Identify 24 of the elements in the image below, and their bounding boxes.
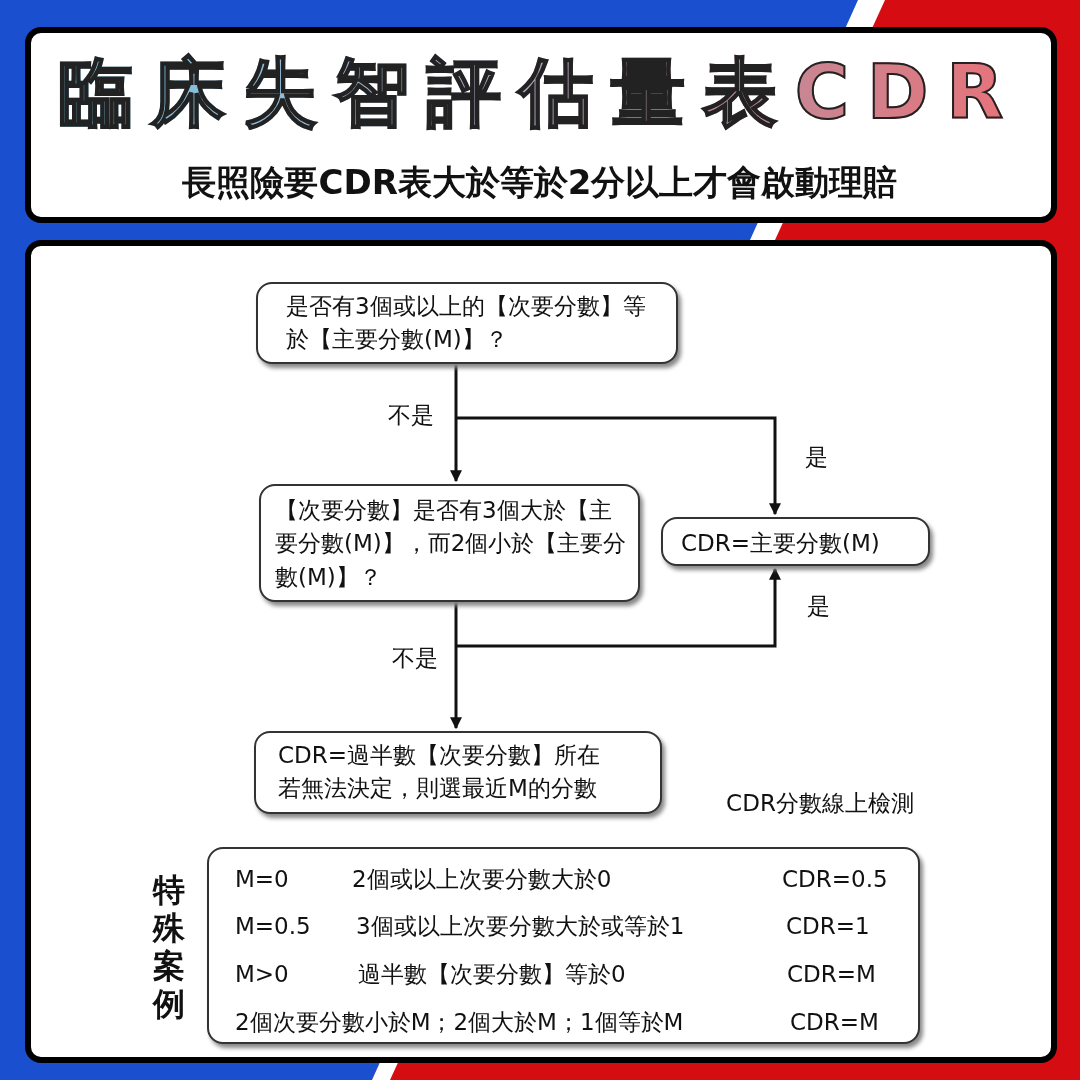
- result-text: CDR=過半數【次要分數】所在: [278, 741, 602, 770]
- table-entry: M=0.5: [235, 912, 311, 941]
- question-box: 是否有3個或以上的【次要分數】等於【主要分數(M)】？: [256, 282, 678, 364]
- table-entry: 2個次要分數小於M；2個大於M；1個等於M: [235, 1008, 684, 1037]
- arrow: [450, 364, 462, 483]
- arrow: [456, 416, 781, 516]
- table-entry: CDR=M: [787, 960, 876, 989]
- arrow: [456, 567, 781, 648]
- table-entry: M>0: [235, 960, 289, 989]
- arrow: [450, 602, 462, 730]
- result-box: [254, 731, 662, 814]
- subtitle: 長照險要CDR表大於等於2分以上才會啟動理賠: [181, 161, 899, 204]
- table-entry: CDR=M: [790, 1008, 879, 1037]
- caption: CDR分數線上檢測: [725, 789, 915, 818]
- result-box: CDR=主要分數(M): [661, 517, 930, 566]
- table-entry: 過半數【次要分數】等於0: [358, 960, 626, 989]
- table-entry: 3個或以上次要分數大於或等於1: [356, 912, 685, 941]
- table-entry: CDR=0.5: [782, 865, 888, 894]
- question-box: 【次要分數】是否有3個大於【主要分數(M)】，而2個小於【主要分數(M)】？: [259, 484, 640, 602]
- table-entry: 2個或以上次要分數大於0: [352, 865, 612, 894]
- section-heading: 特殊案例: [151, 871, 186, 1023]
- result-text: 若無法決定，則選最近M的分數: [278, 774, 598, 804]
- table-entry: CDR=1: [786, 912, 870, 941]
- table-entry: M=0: [235, 865, 289, 894]
